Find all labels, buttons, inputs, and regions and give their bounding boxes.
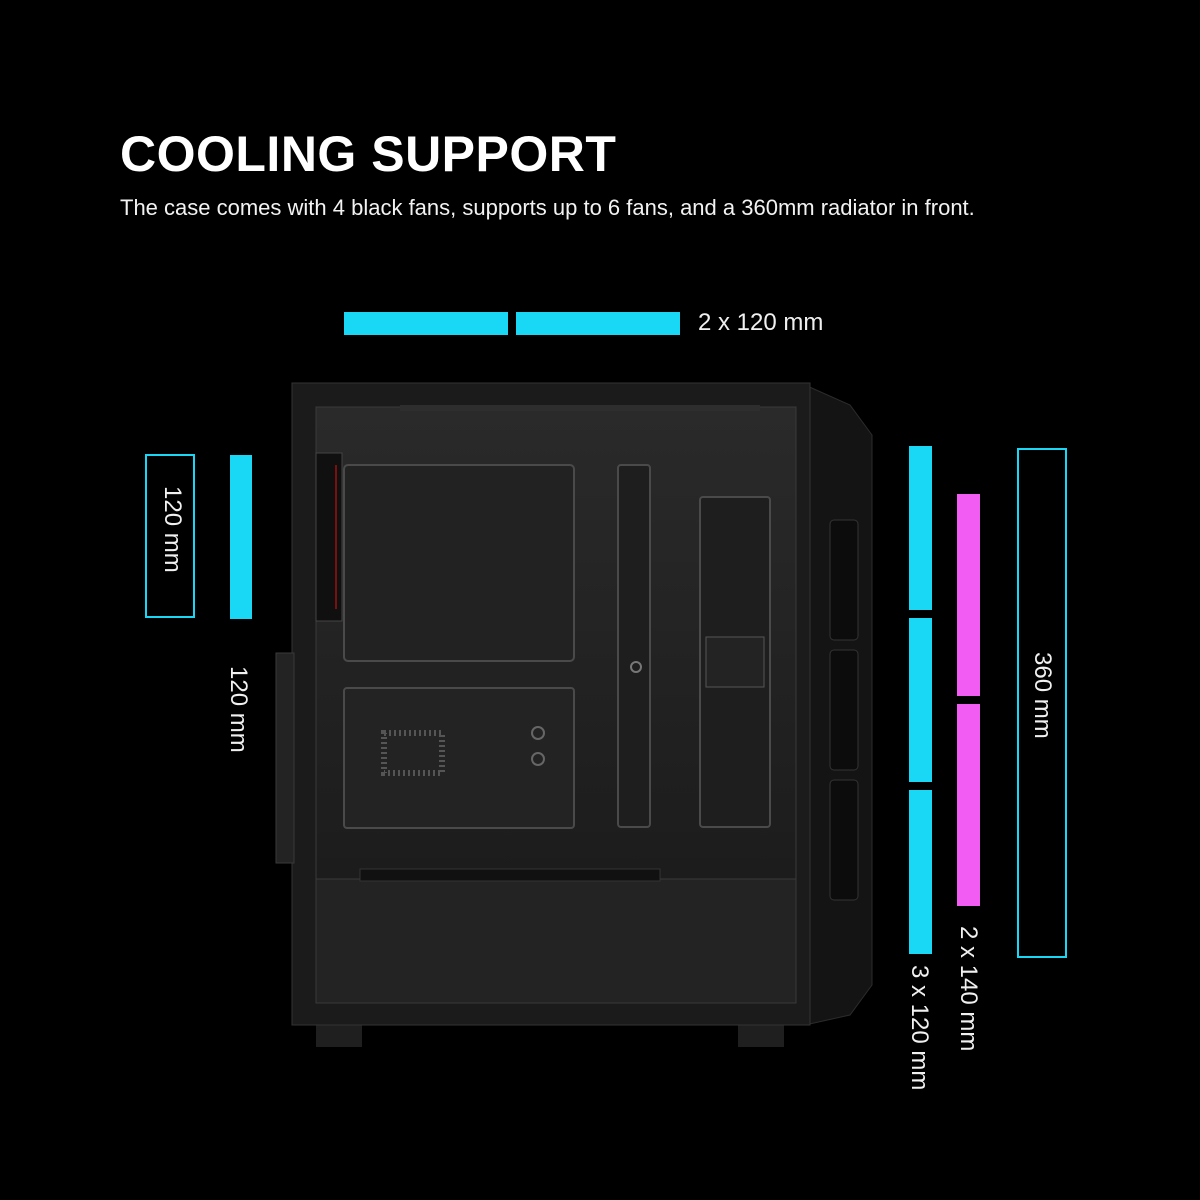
lower-plate bbox=[343, 687, 575, 829]
front-vent-1 bbox=[829, 519, 859, 641]
pc-case-image bbox=[275, 382, 873, 1047]
rear-radiator-outline bbox=[145, 454, 195, 618]
front-140-bar-2 bbox=[957, 704, 980, 906]
front-radiator-outline bbox=[1017, 448, 1067, 958]
motherboard-cutout bbox=[343, 464, 575, 662]
page-subtitle: The case comes with 4 black fans, suppor… bbox=[120, 195, 975, 220]
front-140-bar-1 bbox=[957, 494, 980, 696]
rear-pci-slots bbox=[275, 652, 295, 864]
top-fan-bar-1 bbox=[344, 312, 508, 335]
top-fan-bar-2 bbox=[516, 312, 680, 335]
page-title: COOLING SUPPORT bbox=[120, 126, 617, 182]
rear-fan bbox=[315, 452, 343, 622]
front-vent-2 bbox=[829, 649, 859, 771]
rear-fan-bar bbox=[230, 455, 252, 619]
front-radiator-label: 360 mm bbox=[1029, 652, 1056, 739]
front-fan-bar-3 bbox=[909, 790, 932, 954]
case-foot-left bbox=[316, 1023, 362, 1047]
case-foot-right bbox=[738, 1023, 784, 1047]
psu-shroud bbox=[315, 878, 797, 1004]
rear-fan-label: 120 mm bbox=[225, 666, 252, 753]
front-120-label: 3 x 120 mm bbox=[906, 965, 933, 1091]
top-fans-label: 2 x 120 mm bbox=[698, 309, 824, 336]
front-fan-bar-1 bbox=[909, 446, 932, 610]
vent-grid bbox=[381, 730, 445, 776]
top-rail bbox=[400, 405, 760, 411]
front-vent-3 bbox=[829, 779, 859, 901]
rear-radiator-label: 120 mm bbox=[159, 486, 186, 573]
cable-channel bbox=[617, 464, 651, 828]
front-fan-bar-2 bbox=[909, 618, 932, 782]
front-140-label: 2 x 140 mm bbox=[955, 926, 982, 1052]
